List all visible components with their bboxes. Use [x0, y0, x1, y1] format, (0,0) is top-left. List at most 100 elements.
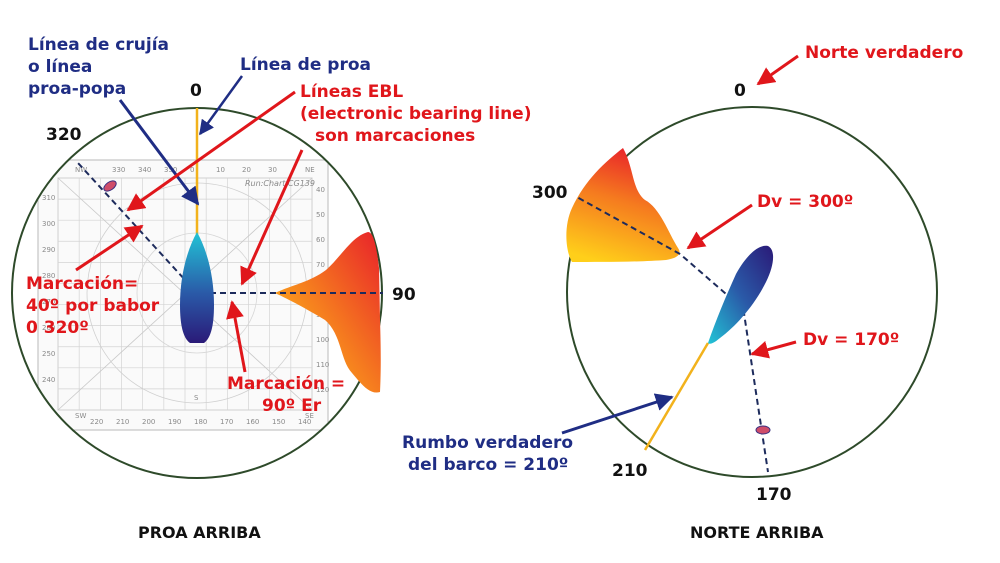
right-caption: NORTE ARRIBA — [690, 523, 824, 542]
left-tick-320: 320 — [46, 125, 82, 145]
sheet-compass-se: SE — [305, 412, 314, 420]
sheet-degree-label: 170 — [220, 418, 233, 426]
right-target-blip — [755, 425, 771, 435]
sheet-compass-sw: SW — [75, 412, 86, 420]
marcacion-babor-arrow — [75, 224, 144, 272]
right-tick-210: 210 — [612, 461, 648, 481]
sheet-degree-label: 340 — [138, 166, 151, 174]
marcacion-er-line-1: Marcación = — [227, 374, 345, 394]
right-dv-170-line — [741, 299, 769, 473]
right-radar-panel: 0 300 210 170 Norte verdadero Dv = 300º … — [402, 43, 963, 542]
right-own-ship — [708, 245, 774, 344]
left-land-mass — [275, 232, 381, 393]
left-own-ship — [180, 232, 214, 343]
proa-annotation: Línea de proa — [198, 55, 371, 136]
ebl-arrow-320 — [126, 90, 296, 212]
sheet-degree-label: 160 — [246, 418, 259, 426]
norte-label: Norte verdadero — [805, 43, 963, 63]
dv300-label: Dv = 300º — [757, 192, 853, 212]
left-tick-0: 0 — [190, 81, 202, 101]
ebl-annotation: Líneas EBL (electronic bearing line) son… — [126, 82, 531, 286]
proa-label: Línea de proa — [240, 55, 371, 75]
sheet-degree-label: 50 — [316, 211, 325, 219]
left-caption: PROA ARRIBA — [138, 523, 261, 542]
right-heading-line — [643, 342, 710, 451]
norte-annotation: Norte verdadero — [756, 43, 963, 86]
sheet-degree-label: 310 — [42, 194, 55, 202]
crujia-line-2: o línea — [28, 57, 92, 77]
right-tick-170: 170 — [756, 485, 792, 505]
dv170-label: Dv = 170º — [803, 330, 899, 350]
left-target-blip — [103, 180, 117, 192]
sheet-degree-label: 100 — [316, 336, 329, 344]
rumbo-line-1: Rumbo verdadero — [402, 433, 573, 453]
marcacion-babor-line-1: Marcación= — [26, 274, 138, 294]
crujia-line-1: Línea de crujía — [28, 35, 169, 55]
svg-text:Rumbo verdadero del ba: Rumbo verdadero del barco = 210º — [402, 433, 579, 475]
sheet-degree-label: 220 — [90, 418, 103, 426]
right-tick-0: 0 — [734, 81, 746, 101]
sheet-degree-label: 10 — [216, 166, 225, 174]
sheet-degree-label: 180 — [194, 418, 207, 426]
proa-arrow — [198, 75, 244, 136]
ebl-line-3: son marcaciones — [315, 126, 475, 146]
svg-text:Marcación= 40º por bab: Marcación= 40º por babor 0 320º — [26, 274, 165, 338]
right-dv-300-line-inner — [679, 253, 734, 301]
sheet-degree-label: 40 — [316, 186, 325, 194]
sheet-degree-label: 120 — [316, 386, 329, 394]
crujia-line-3: proa-popa — [28, 79, 126, 99]
rumbo-annotation: Rumbo verdadero del barco = 210º — [402, 393, 674, 475]
svg-text:Línea de crujía o líne: Línea de crujía o línea proa-popa — [28, 35, 175, 99]
sheet-degree-label: 270 — [42, 298, 55, 306]
sheet-brand: Run:Chart CG139 — [245, 179, 315, 188]
crujia-annotation: Línea de crujía o línea proa-popa — [28, 35, 200, 206]
sheet-compass-ne: NE — [305, 166, 315, 174]
sheet-degree-label: 290 — [42, 246, 55, 254]
dv170-arrow — [750, 340, 797, 359]
sheet-left-degrees: 310 300 290 280 270 260 250 240 — [42, 194, 55, 384]
marcacion-er-arrow — [226, 300, 247, 373]
left-radar-panel: 3303403500102030 22021020019018017016015… — [11, 35, 531, 542]
dv170-annotation: Dv = 170º — [750, 330, 899, 359]
crujia-arrow — [118, 99, 200, 206]
marcacion-er-line-2: 90º Er — [262, 396, 322, 416]
rumbo-arrow — [561, 393, 674, 435]
ebl-line-2: (electronic bearing line) — [300, 104, 531, 124]
right-radar-circle — [566, 106, 938, 478]
sheet-degree-label: 110 — [316, 361, 329, 369]
right-tick-300: 300 — [532, 183, 568, 203]
rumbo-line-2: del barco = 210º — [408, 455, 568, 475]
marcacion-babor-line-3: 0 320º — [26, 318, 89, 338]
sheet-degree-label: 150 — [272, 418, 285, 426]
marcacion-babor-annotation: Marcación= 40º por babor 0 320º — [26, 224, 165, 338]
sheet-degree-label: 210 — [116, 418, 129, 426]
sheet-bottom-degrees: 220 210 200 190 180 170 160 150 140 — [90, 418, 311, 426]
sheet-degree-label: 200 — [142, 418, 155, 426]
sheet-degree-label: 330 — [112, 166, 125, 174]
sheet-degree-label: 280 — [42, 272, 55, 280]
left-tick-90: 90 — [392, 285, 416, 305]
sheet-degree-label: 260 — [42, 324, 55, 332]
ebl-arrow-90 — [240, 149, 304, 286]
dv300-annotation: Dv = 300º — [686, 192, 853, 250]
sheet-compass-nw: NW — [75, 166, 87, 174]
svg-text:Marcación = 90º Er: Marcación = 90º Er — [227, 374, 351, 416]
sheet-degree-label: 300 — [42, 220, 55, 228]
sheet-degree-label: 60 — [316, 236, 325, 244]
marcacion-er-annotation: Marcación = 90º Er — [226, 300, 351, 416]
sheet-degree-label: 140 — [298, 418, 311, 426]
sheet-degree-label: 190 — [168, 418, 181, 426]
dv300-arrow — [686, 203, 753, 250]
sheet-degree-label: 0 — [190, 166, 194, 174]
right-land-mass — [566, 148, 680, 262]
sheet-degree-label: 240 — [42, 376, 55, 384]
sheet-compass-s: S — [194, 394, 199, 402]
sheet-degree-label: 70 — [316, 261, 325, 269]
sheet-degree-label: 30 — [268, 166, 277, 174]
norte-arrow — [756, 54, 799, 86]
sheet-degree-label: 250 — [42, 350, 55, 358]
ebl-line-1: Líneas EBL — [300, 82, 403, 102]
marcacion-babor-line-2: 40º por babor — [26, 296, 160, 316]
sheet-degree-label: 20 — [242, 166, 251, 174]
